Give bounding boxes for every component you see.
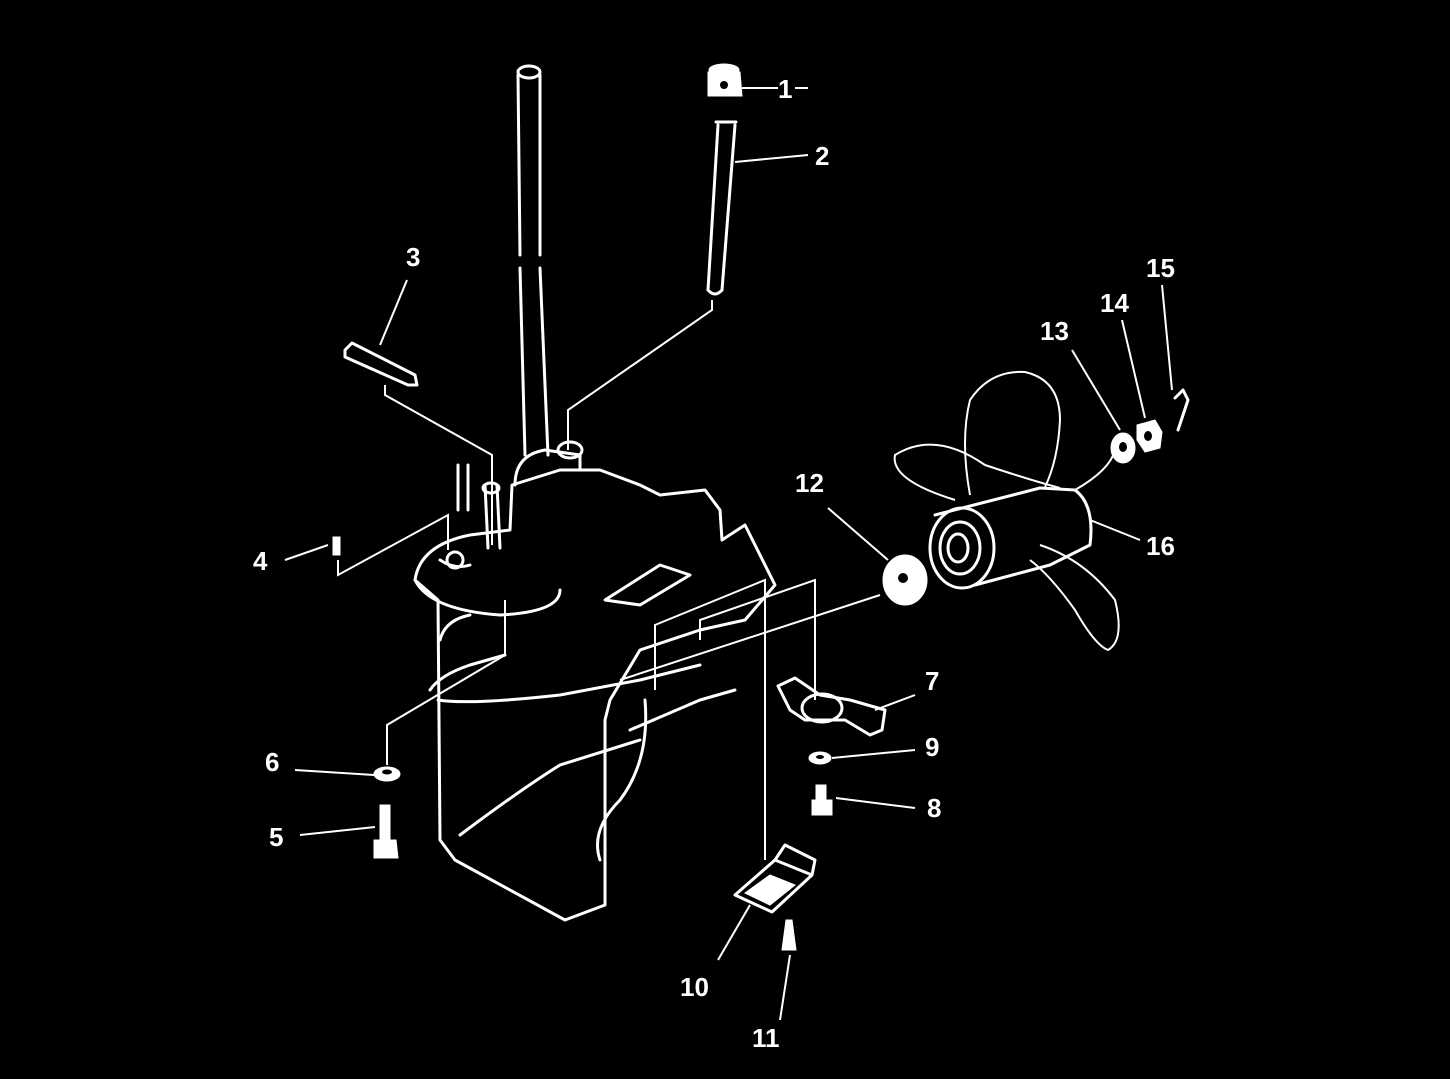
part-10-inlet-cover: [654, 578, 817, 914]
leader-lines: [284, 87, 1173, 1021]
part-13-washer: [1110, 432, 1136, 464]
part-4-dowel-pin: [332, 513, 449, 577]
part-12-thrust-washer: [619, 554, 928, 681]
part-2-water-tube: [567, 120, 738, 450]
callout-8: 8: [927, 793, 941, 823]
part-14-nut: [1136, 419, 1163, 453]
callout-15: 15: [1146, 253, 1175, 283]
part-8-bolt: [811, 784, 833, 816]
part-1-grommet: [707, 63, 743, 97]
callout-16: 16: [1146, 531, 1175, 561]
part-6-washer: [373, 600, 506, 782]
leader-10: [717, 904, 751, 961]
leader-6: [294, 769, 375, 776]
part-5-bolt: [373, 804, 399, 859]
leader-11: [779, 954, 791, 1021]
leader-4: [284, 544, 329, 561]
part-11-screw: [781, 919, 797, 951]
part-16-propeller: [893, 370, 1120, 652]
leader-14: [1121, 319, 1146, 419]
callout-14: 14: [1100, 288, 1129, 318]
callout-9: 9: [925, 732, 939, 762]
leader-9: [831, 749, 916, 759]
leader-7: [874, 694, 916, 711]
part-3-plate: [343, 341, 493, 545]
leader-2: [734, 154, 809, 163]
leader-8: [835, 797, 916, 809]
leader-5: [299, 826, 376, 836]
callout-6: 6: [265, 747, 279, 777]
part-15-cotter-pin: [1173, 388, 1190, 432]
lower-unit-housing: [413, 440, 777, 922]
drive-shaft: [516, 64, 550, 457]
callout-2: 2: [815, 141, 829, 171]
callout-11: 11: [752, 1023, 780, 1053]
leader-3: [379, 279, 408, 346]
part-7-anode: [699, 578, 887, 737]
callout-1: 1: [778, 74, 792, 104]
callout-12: 12: [795, 468, 824, 498]
callout-10: 10: [680, 972, 709, 1002]
callout-4: 4: [253, 546, 268, 576]
leader-15: [1161, 284, 1173, 391]
callout-3: 3: [406, 242, 420, 272]
callout-labels: 1 2 3 4 5 6 7 8 9 10 11 12 13 14 15 16: [253, 74, 1175, 1053]
callout-7: 7: [925, 666, 939, 696]
part-9-washer: [808, 751, 832, 765]
shift-rod: [456, 463, 502, 550]
leader-12: [827, 507, 889, 561]
leader-13: [1071, 349, 1121, 431]
callout-5: 5: [269, 822, 283, 852]
callout-13: 13: [1040, 316, 1069, 346]
leader-16: [1089, 519, 1141, 541]
